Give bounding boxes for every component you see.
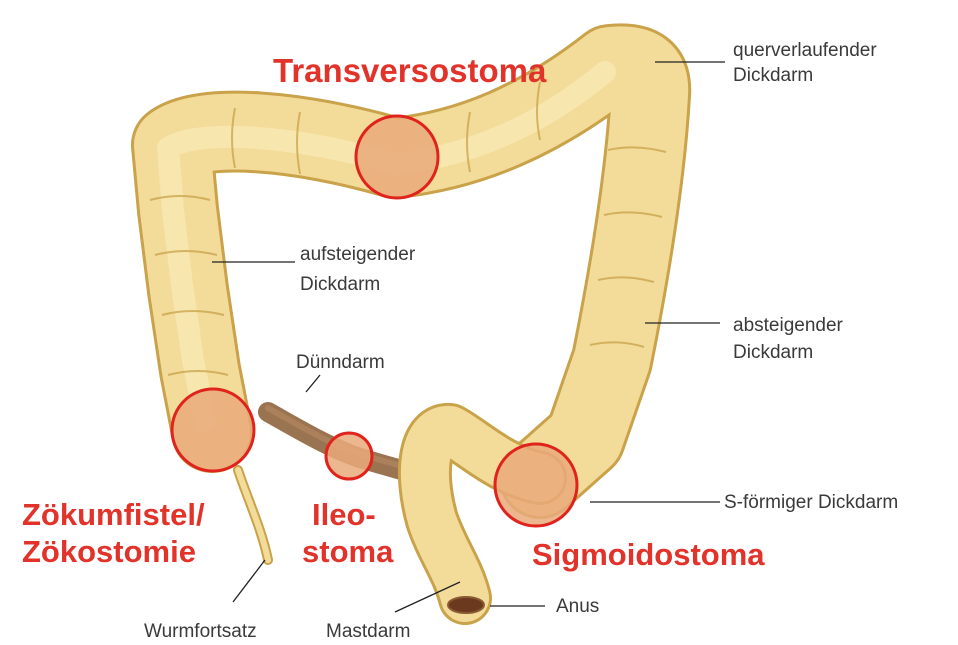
label-zoekumfistel: Zökumfistel/: [22, 497, 205, 532]
stoma-marker-transversostoma: [356, 116, 438, 198]
label-transversostoma: Transversostoma: [273, 52, 547, 89]
label-querverlaufender: querverlaufender: [733, 40, 877, 61]
label-aufsteigender-dickdarm: Dickdarm: [300, 274, 380, 295]
label-aufsteigender: aufsteigender: [300, 244, 416, 265]
label-duenndarm: Dünndarm: [296, 352, 385, 373]
stoma-marker-sigmoidostoma: [495, 444, 577, 526]
label-stoma: stoma: [302, 534, 394, 569]
stoma-marker-ileostoma: [326, 433, 372, 479]
label-ileo: Ileo-: [312, 497, 376, 532]
stoma-marker-zoekostomie: [172, 389, 254, 471]
anus-opening: [448, 597, 484, 613]
label-anus: Anus: [556, 596, 599, 617]
label-sigmoidostoma: Sigmoidostoma: [532, 537, 765, 572]
label-absteigender-dickdarm: Dickdarm: [733, 342, 813, 363]
label-zoekostomie: Zökostomie: [22, 534, 196, 569]
label-s-foermiger-dickdarm: S-förmiger Dickdarm: [724, 492, 898, 513]
label-wurmfortsatz: Wurmfortsatz: [144, 621, 257, 642]
appendix-inner: [238, 470, 268, 560]
label-mastdarm: Mastdarm: [326, 621, 410, 642]
label-absteigender: absteigender: [733, 315, 844, 336]
label-querverlaufender-dickdarm: Dickdarm: [733, 65, 813, 86]
